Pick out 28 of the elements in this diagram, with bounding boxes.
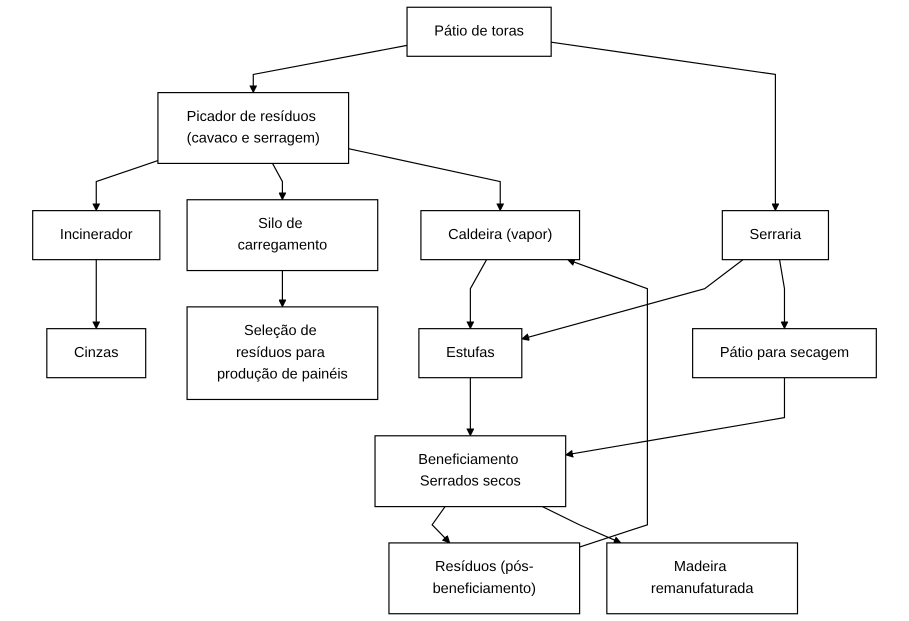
- arrow: [778, 260, 788, 330]
- node-box: Madeira remanufaturada: [606, 542, 798, 614]
- arrow: [249, 44, 408, 93]
- arrow: [565, 378, 786, 458]
- arrow: [92, 160, 158, 211]
- arrow: [567, 258, 648, 548]
- arrow: [272, 163, 286, 200]
- arrow: [466, 378, 474, 436]
- node-box: Incinerador: [32, 210, 160, 260]
- arrow: [92, 260, 100, 330]
- arrow: [431, 506, 450, 544]
- node-box: Estufas: [418, 328, 522, 378]
- node-box: Serraria: [722, 210, 830, 260]
- arrow: [521, 259, 744, 341]
- arrow: [551, 42, 780, 211]
- arrow: [466, 259, 488, 330]
- node-box: Seleção de resíduos para produção de painéis: [186, 306, 378, 400]
- node-box: Pátio para secagem: [692, 328, 877, 378]
- node-box: Picador de resíduos (cavaco e serragem): [157, 92, 350, 164]
- arrow: [348, 148, 504, 211]
- node-box: Pátio de toras: [406, 6, 552, 57]
- node-box: Silo de carregamento: [186, 199, 378, 272]
- node-box: Resíduos (pós-beneficiamento): [388, 542, 580, 614]
- node-box: Beneficiamento Serrados secos: [374, 435, 566, 508]
- arrow: [278, 270, 286, 308]
- arrow: [542, 506, 622, 544]
- node-box: Cinzas: [46, 328, 146, 378]
- node-box: Caldeira (vapor): [420, 210, 580, 260]
